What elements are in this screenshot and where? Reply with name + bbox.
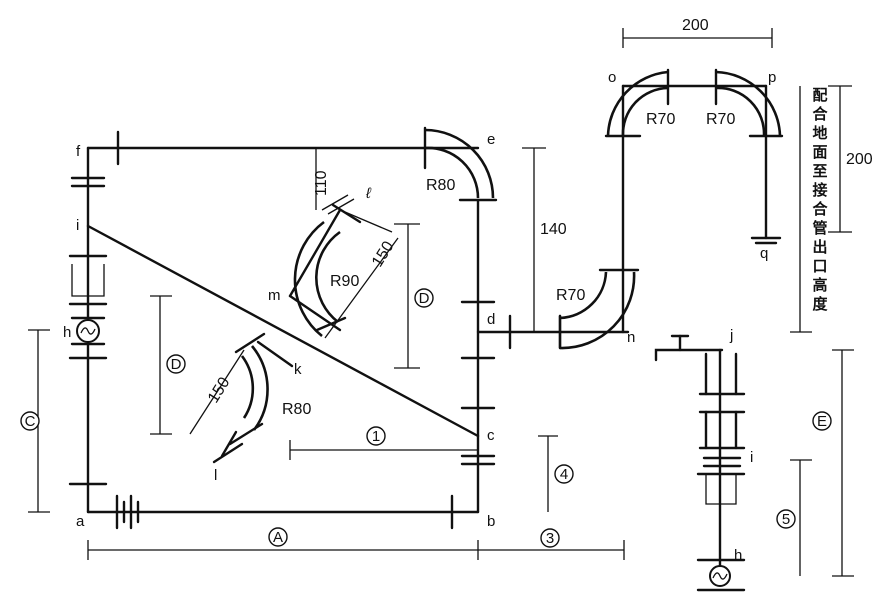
vt-char-7: 管 [812,219,827,237]
vt-char-0: 配 [812,87,827,104]
dim-150-lower: 150 [205,374,234,406]
vertical-height-note: 配 合 地 面 至 接 合 管 出 口 高 度 [811,87,828,313]
marker-3: 3 [546,530,554,547]
label-p: p [768,69,776,86]
radius-r80-top: R80 [426,177,455,194]
elbow-p-r70 [714,68,784,138]
label-ell: ℓ [365,185,372,202]
label-h: h [63,324,71,341]
radius-r70-o: R70 [646,111,675,128]
label-q: q [760,245,768,262]
dim-140: 140 [540,221,567,238]
elbow-n-r70 [558,268,640,350]
vt-char-10: 高 [812,276,827,294]
label-h-right: h [734,547,742,564]
marker-4: 4 [560,466,568,483]
dim-200-right: 200 [846,151,873,168]
radius-r80-low: R80 [282,401,311,418]
label-i: i [76,217,79,234]
vt-char-5: 接 [812,181,827,199]
dim-200-top: 200 [682,17,709,34]
label-k: k [294,361,302,378]
vt-char-11: 度 [812,295,828,313]
right-fittings [460,300,496,466]
radius-r90: R90 [330,273,359,290]
pump-a [115,494,140,530]
label-m: m [268,287,281,304]
marker-1: 1 [372,428,380,445]
dim-lines [28,28,854,577]
elbow-e [423,126,498,202]
diagonal-pipe-i-c [86,224,480,438]
label-i-right: i [750,449,753,466]
label-e: e [487,131,495,148]
radius-labels: R80 R90 R80 R70 R70 R70 [282,111,735,418]
label-f: f [76,143,81,160]
point-labels: f i h a b c d e m k l n o p q j i h ℓ [63,69,776,564]
vt-char-2: 地 [812,124,827,142]
marker-C: C [25,413,36,430]
vt-char-9: 口 [812,258,827,275]
label-n: n [627,329,635,346]
vt-char-4: 至 [812,163,827,180]
outlet-run [476,84,768,350]
marker-D-lower: D [171,356,182,373]
marker-D-upper: D [419,290,430,307]
label-d: d [487,311,495,328]
label-c: c [487,427,495,444]
vt-char-8: 出 [812,238,827,256]
valve-h-left [70,316,106,346]
vt-char-3: 面 [812,144,827,161]
marker-5: 5 [782,511,790,528]
bend-k-r80 [189,332,294,464]
label-o: o [608,69,616,86]
bend-m-r90 [288,194,399,339]
dim-110: 110 [313,170,330,196]
circled-markers: A C D D 1 3 4 5 E [20,288,832,548]
elbow-o-r70 [604,68,670,138]
label-l: l [214,467,217,484]
left-fittings [68,176,108,486]
outlet-q [750,236,782,245]
vt-char-1: 合 [811,105,828,123]
radius-r70-n: R70 [556,287,585,304]
vt-char-6: 合 [811,200,828,218]
dim-150-upper: 150 [369,238,398,270]
main-frame [86,146,480,514]
assembly-j [654,334,746,592]
radius-r70-p: R70 [706,111,735,128]
marker-E: E [817,413,827,430]
marker-A: A [273,529,283,546]
label-j: j [729,327,733,344]
label-b: b [487,513,495,530]
label-a: a [76,513,85,530]
